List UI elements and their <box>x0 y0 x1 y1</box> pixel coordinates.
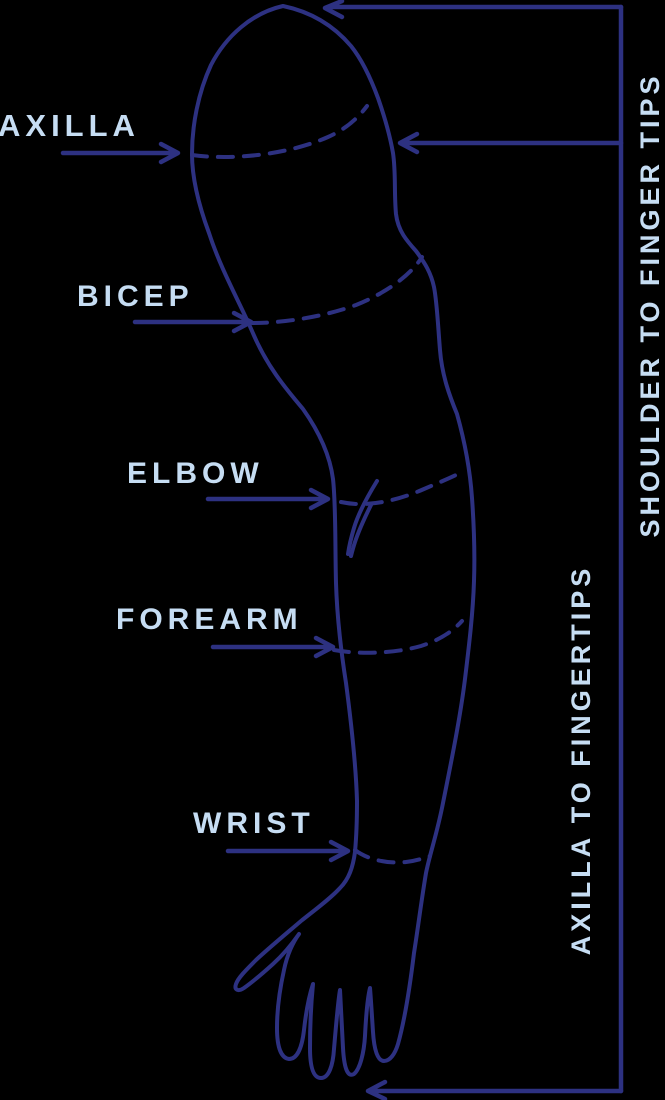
wrist-label: WRIST <box>193 807 315 840</box>
axilla-arrow <box>60 141 181 165</box>
elbow-label: ELBOW <box>127 457 264 490</box>
axilla-dashed-line <box>190 104 369 159</box>
forearm-arrow <box>210 635 336 659</box>
axilla-label: AXILLA <box>0 108 140 143</box>
axilla-to-fingertips-label: AXILLA TO FINGERTIPS <box>566 564 596 956</box>
arm-outline <box>190 4 477 1080</box>
shoulder-top-arrow <box>322 0 624 20</box>
bicep-dashed-line <box>250 255 424 325</box>
elbow-crease-line <box>346 479 379 556</box>
shoulder-to-fingertips-label: SHOULDER TO FINGER TIPS <box>635 72 665 538</box>
bicep-label: BICEP <box>77 280 194 313</box>
forearm-dashed-line <box>332 619 464 655</box>
wrist-arrow <box>225 839 351 863</box>
elbow-crease-line-2 <box>349 503 373 558</box>
elbow-arrow <box>205 487 331 511</box>
elbow-dashed-line <box>339 472 460 507</box>
axilla-level-arrow <box>397 131 624 155</box>
wrist-dashed-line <box>353 848 432 865</box>
fingertips-arrow <box>365 1079 624 1100</box>
bicep-arrow <box>132 310 254 334</box>
forearm-label: FOREARM <box>116 603 303 636</box>
